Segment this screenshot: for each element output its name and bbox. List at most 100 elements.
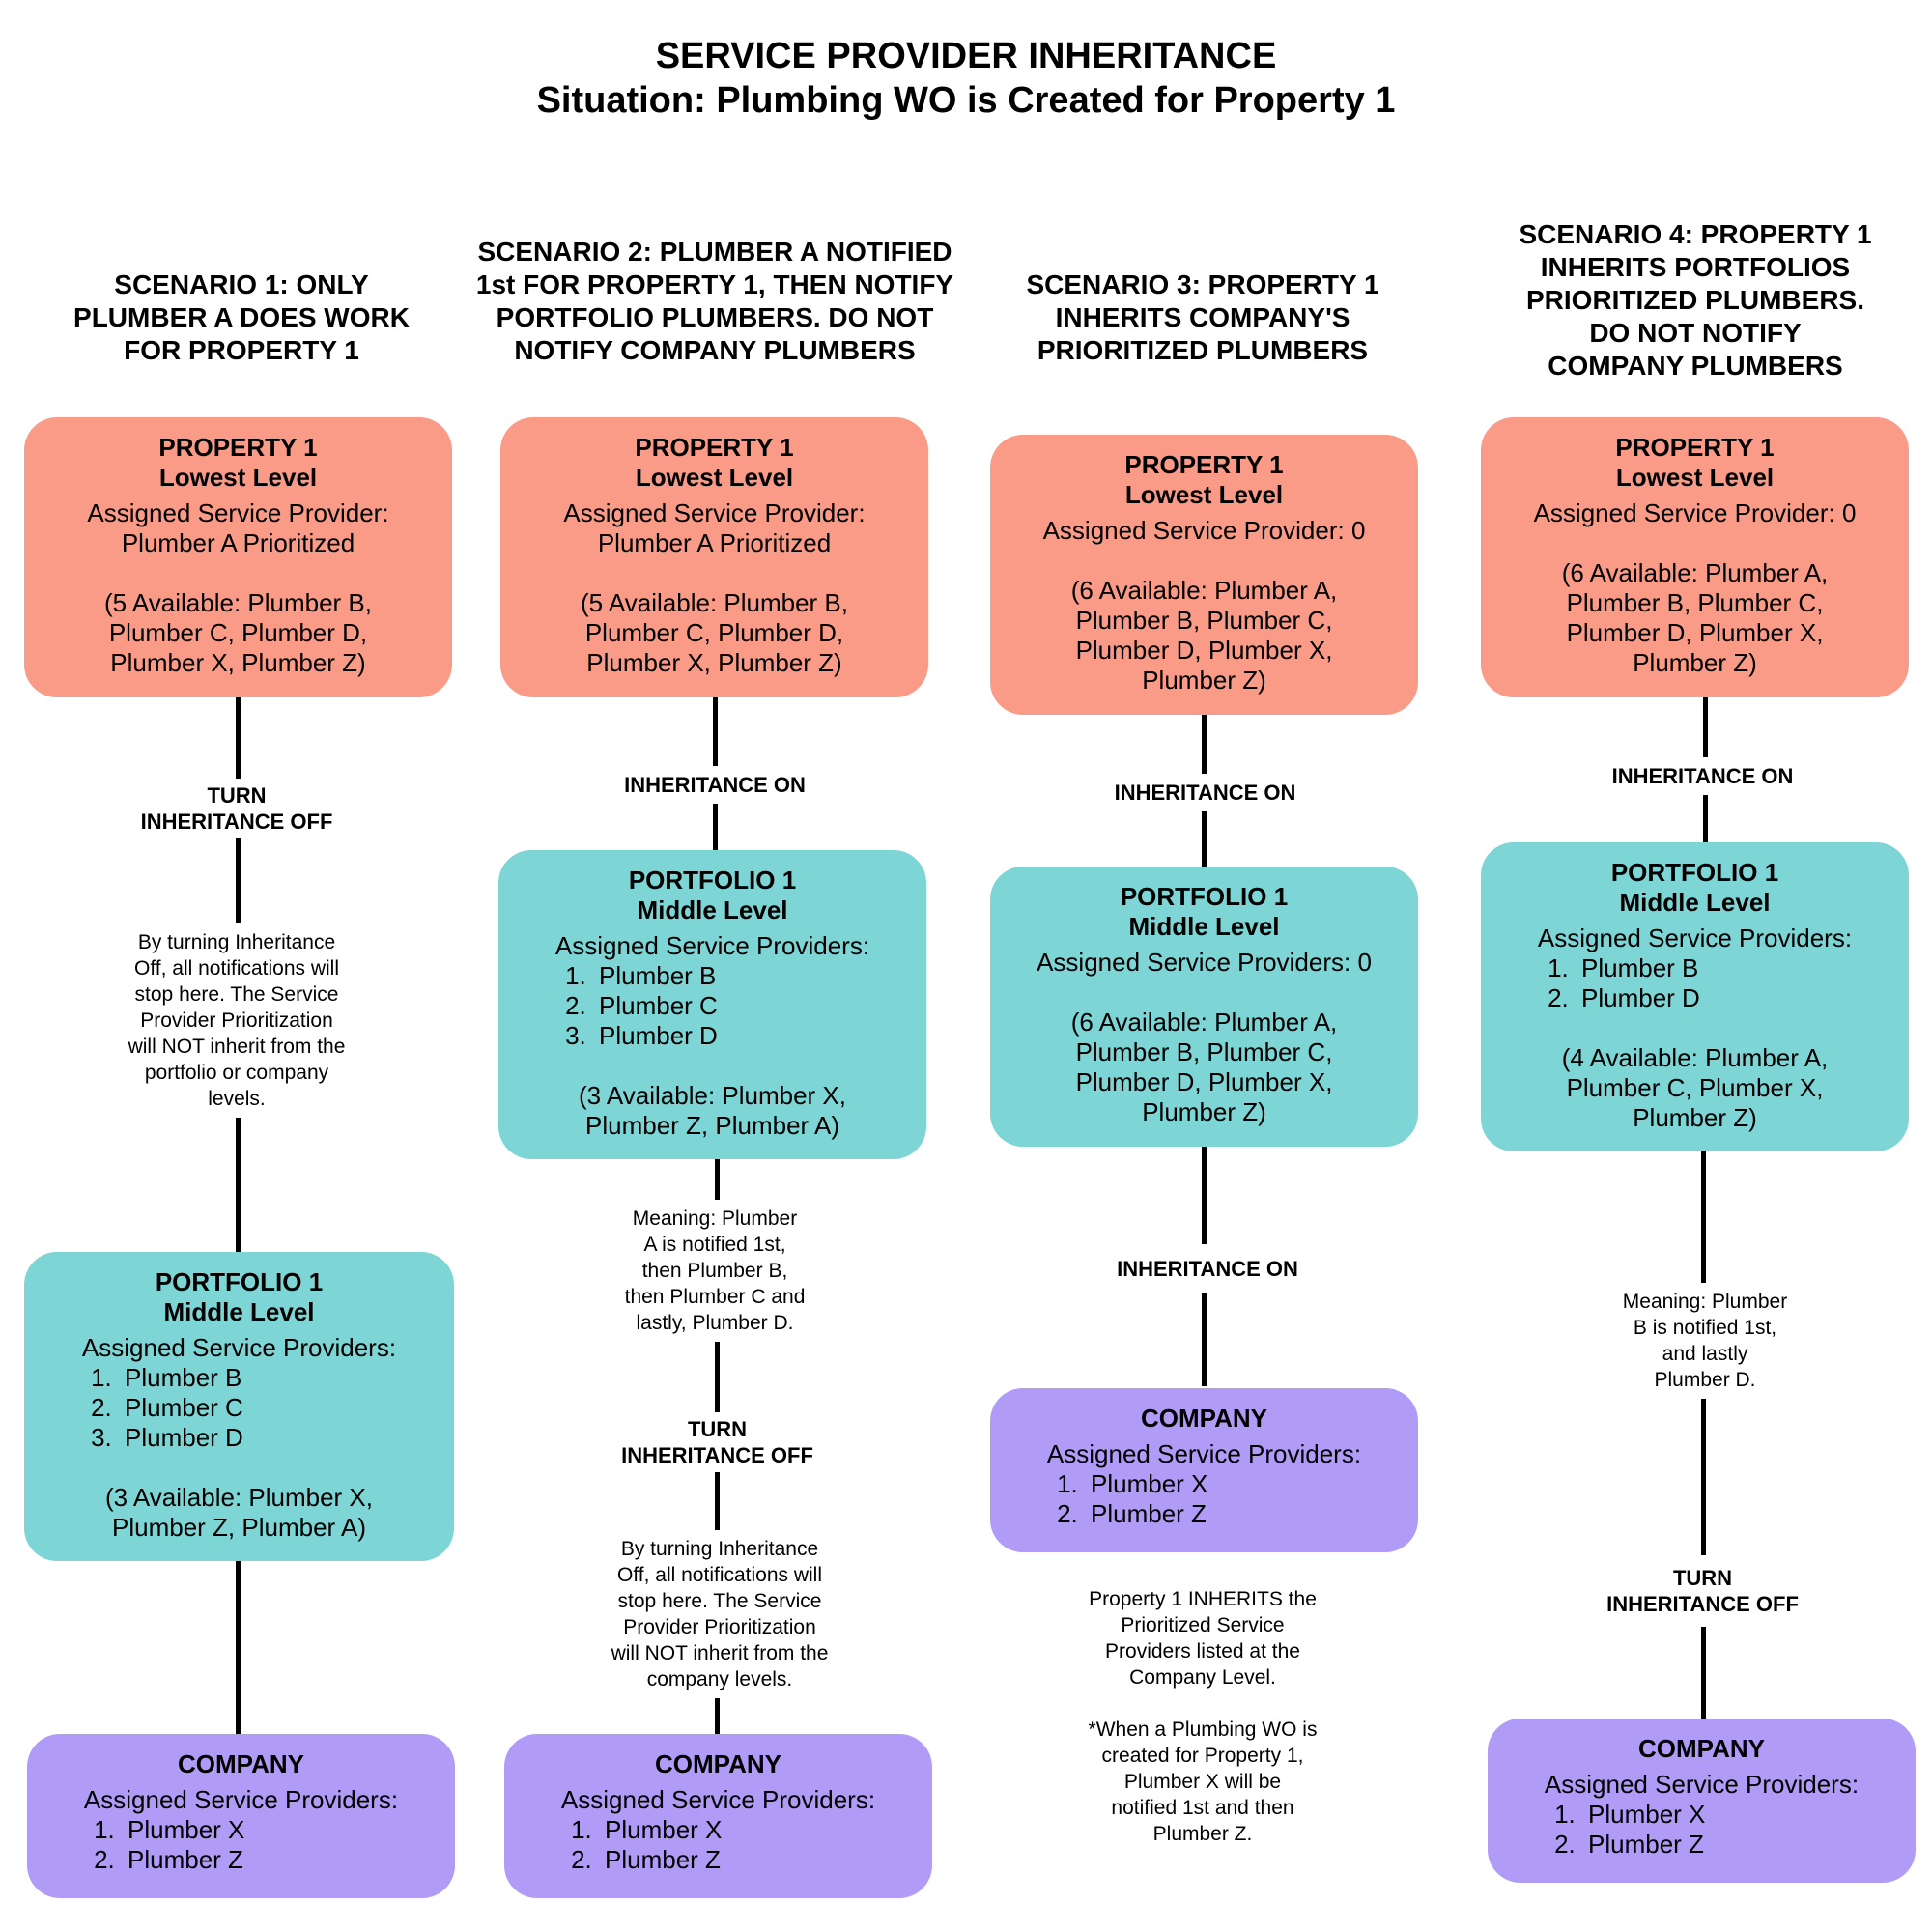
note-line: Provider Prioritization — [623, 1616, 816, 1638]
available-list: (4 Available: Plumber A, Plumber C, Plum… — [1500, 1043, 1889, 1133]
available-line: Plumber B, Plumber C, — [1566, 588, 1824, 617]
box-level: Middle Level — [637, 895, 788, 924]
note-line: Off, all notifications will — [133, 957, 340, 980]
connector-line — [236, 1560, 241, 1734]
box-title: PROPERTY 1 — [1615, 433, 1775, 462]
connector-line — [1701, 1150, 1706, 1719]
note-line: will NOT inherit from the — [611, 1642, 829, 1664]
assigned-label: Assigned Service Provider: Plumber A Pri… — [43, 498, 433, 558]
provider-item: Plumber X — [599, 1815, 913, 1845]
provider-item: Plumber D — [1576, 983, 1889, 1013]
assigned-providers-list: Plumber X Plumber Z — [524, 1815, 913, 1875]
note-line: lastly, Plumber D. — [636, 1312, 794, 1334]
available-line: Plumber B, Plumber C, — [1075, 606, 1333, 635]
note-line: levels. — [208, 1088, 266, 1110]
note-line: stop here. The Service — [134, 983, 339, 1006]
heading-line: NOTIFY COMPANY PLUMBERS — [514, 335, 916, 365]
note-line: Providers listed at the — [1105, 1640, 1300, 1662]
assigned-providers-list: Plumber B Plumber C Plumber D — [43, 1363, 435, 1453]
note-line: Meaning: Plumber — [1622, 1291, 1788, 1313]
available-line: (6 Available: Plumber A, — [1070, 576, 1338, 605]
box-title: PORTFOLIO 1 — [155, 1267, 324, 1296]
heading-line: 1st FOR PROPERTY 1, THEN NOTIFY — [475, 270, 954, 299]
available-line: (6 Available: Plumber A, — [1070, 1008, 1338, 1037]
provider-item: Plumber Z — [122, 1845, 436, 1875]
available-list: (6 Available: Plumber A, Plumber B, Plum… — [1009, 576, 1399, 696]
note-line: Plumber Z. — [1152, 1823, 1253, 1845]
heading-line: PLUMBER A DOES WORK — [73, 302, 410, 332]
assigned-label: Assigned Service Providers: — [1537, 923, 1853, 952]
available-line: Plumber Z, Plumber A) — [112, 1513, 366, 1542]
scenario-2-company-box: COMPANY Assigned Service Providers: Plum… — [504, 1734, 932, 1898]
available-line: (4 Available: Plumber A, — [1561, 1043, 1829, 1072]
note-line: portfolio or company — [144, 1062, 329, 1084]
scenario-2-inheritance-note: By turning Inheritance Off, all notifica… — [580, 1530, 860, 1698]
heading-line: INHERITS PORTFOLIOS — [1540, 252, 1851, 282]
available-line: Plumber Z) — [1633, 648, 1757, 677]
assigned-label: Assigned Service Provider: Plumber A Pri… — [520, 498, 909, 558]
scenario-3-edge-label-2: INHERITANCE ON — [1087, 1244, 1328, 1293]
scenario-4-meaning-note: Meaning: Plumber B is notified 1st, and … — [1589, 1283, 1821, 1399]
title-line-2: Situation: Plumbing WO is Created for Pr… — [536, 80, 1396, 121]
note-line: A is notified 1st, — [643, 1234, 786, 1256]
scenario-1-company-box: COMPANY Assigned Service Providers: Plum… — [27, 1734, 455, 1898]
provider-item: Plumber B — [1576, 953, 1889, 983]
provider-item: Plumber C — [119, 1393, 435, 1423]
assigned-line: Plumber A Prioritized — [597, 528, 832, 557]
available-list: (6 Available: Plumber A, Plumber B, Plum… — [1009, 1008, 1399, 1127]
available-line: (5 Available: Plumber B, — [581, 588, 848, 617]
scenario-4-edge-label-2: TURN INHERITANCE OFF — [1584, 1555, 1821, 1627]
provider-item: Plumber B — [119, 1363, 435, 1393]
available-line: (3 Available: Plumber X, — [105, 1483, 373, 1512]
assigned-label: Assigned Service Provider: 0 — [1042, 516, 1366, 545]
provider-item: Plumber X — [1582, 1800, 1896, 1830]
assigned-label: Assigned Service Providers: — [554, 931, 870, 960]
heading-line: SCENARIO 1: ONLY — [114, 270, 369, 299]
edge-label-line: INHERITANCE ON — [1114, 781, 1296, 805]
title-line-1: SERVICE PROVIDER INHERITANCE — [655, 36, 1277, 76]
assigned-providers-list: Plumber B Plumber D — [1500, 953, 1889, 1013]
provider-item: Plumber Z — [1085, 1499, 1399, 1529]
scenario-3-portfolio-box: PORTFOLIO 1 Middle Level Assigned Servic… — [990, 867, 1418, 1147]
box-level: Middle Level — [1619, 888, 1771, 917]
available-list: (5 Available: Plumber B, Plumber C, Plum… — [520, 588, 909, 678]
scenario-4-heading: SCENARIO 4: PROPERTY 1 INHERITS PORTFOLI… — [1478, 218, 1913, 383]
scenario-2-edge-label-1: INHERITANCE ON — [599, 766, 831, 804]
note-line: Plumber X will be — [1123, 1771, 1282, 1793]
box-title: PROPERTY 1 — [1124, 450, 1284, 479]
heading-line: DO NOT NOTIFY — [1589, 318, 1802, 348]
heading-line: SCENARIO 2: PLUMBER A NOTIFIED — [477, 237, 952, 267]
available-line: Plumber Z) — [1633, 1103, 1757, 1132]
assigned-line: Assigned Service Provider: — [87, 498, 389, 527]
diagram-title: SERVICE PROVIDER INHERITANCE Situation: … — [0, 34, 1932, 123]
available-line: Plumber C, Plumber D, — [108, 618, 368, 647]
available-line: Plumber D, Plumber X, — [1075, 1067, 1333, 1096]
edge-label-line: INHERITANCE OFF — [140, 810, 333, 834]
scenario-2-meaning-note: Meaning: Plumber A is notified 1st, then… — [599, 1200, 831, 1342]
assigned-line: Assigned Service Provider: — [563, 498, 866, 527]
box-title: PORTFOLIO 1 — [628, 866, 797, 895]
scenario-2-edge-label-2: TURN INHERITANCE OFF — [599, 1412, 836, 1472]
box-title: PROPERTY 1 — [158, 433, 318, 462]
scenario-3-edge-label-1: INHERITANCE ON — [1087, 774, 1323, 811]
available-line: Plumber C, Plumber D, — [584, 618, 844, 647]
edge-label-line: TURN — [687, 1417, 748, 1441]
box-level: Lowest Level — [1615, 463, 1775, 492]
note-line: notified 1st and then — [1111, 1797, 1294, 1819]
available-line: Plumber Z, Plumber A) — [585, 1111, 839, 1140]
note-line: *When a Plumbing WO is — [1088, 1719, 1318, 1741]
heading-line: SCENARIO 4: PROPERTY 1 — [1519, 219, 1872, 249]
note-line: company levels. — [646, 1668, 793, 1690]
edge-label-line: INHERITANCE ON — [1611, 764, 1794, 788]
note-line: created for Property 1, — [1101, 1745, 1304, 1767]
scenario-3-company-box: COMPANY Assigned Service Providers: Plum… — [990, 1388, 1418, 1552]
box-title: COMPANY — [1141, 1404, 1267, 1433]
note-line: then Plumber C and — [624, 1286, 806, 1308]
scenario-4-edge-label-1: INHERITANCE ON — [1584, 757, 1821, 795]
scenario-1-property-box: PROPERTY 1 Lowest Level Assigned Service… — [24, 417, 452, 697]
note-line: By turning Inheritance — [137, 931, 336, 953]
assigned-label: Assigned Service Providers: — [1046, 1439, 1362, 1468]
note-line: then Plumber B, — [641, 1260, 788, 1282]
note-line: Provider Prioritization — [140, 1009, 333, 1032]
note-spacer — [1058, 1690, 1348, 1717]
